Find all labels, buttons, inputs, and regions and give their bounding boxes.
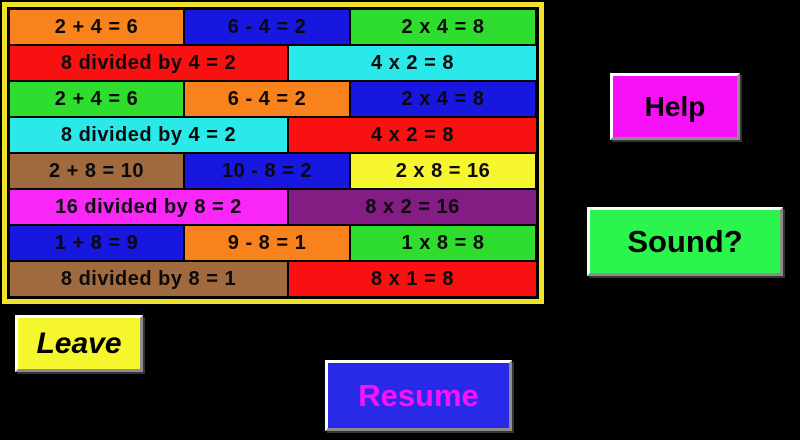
- resume-button[interactable]: Resume: [325, 360, 512, 431]
- equation-tile[interactable]: 2 + 4 = 6: [10, 82, 183, 116]
- equation-tile[interactable]: 1 + 8 = 9: [10, 226, 183, 260]
- equation-tile[interactable]: 10 - 8 = 2: [185, 154, 349, 188]
- equation-tile[interactable]: 8 divided by 8 = 1: [10, 262, 287, 296]
- equation-tile[interactable]: 2 x 4 = 8: [351, 82, 535, 116]
- equation-tile[interactable]: 4 x 2 = 8: [289, 118, 536, 152]
- equation-tile[interactable]: 2 + 4 = 6: [10, 10, 183, 44]
- equation-tile[interactable]: 4 x 2 = 8: [289, 46, 536, 80]
- equation-tile[interactable]: 8 x 1 = 8: [289, 262, 536, 296]
- sound-toggle-button[interactable]: Sound?: [587, 207, 783, 276]
- equation-tile[interactable]: 8 divided by 4 = 2: [10, 46, 287, 80]
- equation-tile[interactable]: 6 - 4 = 2: [185, 82, 349, 116]
- leave-button[interactable]: Leave: [15, 315, 143, 372]
- equation-tile[interactable]: 8 divided by 4 = 2: [10, 118, 287, 152]
- equation-tile[interactable]: 6 - 4 = 2: [185, 10, 349, 44]
- equation-tile[interactable]: 9 - 8 = 1: [185, 226, 349, 260]
- equation-tile[interactable]: 8 x 2 = 16: [289, 190, 536, 224]
- equation-tile[interactable]: 2 x 4 = 8: [351, 10, 535, 44]
- equation-tile[interactable]: 2 x 8 = 16: [351, 154, 535, 188]
- equation-tile[interactable]: 2 + 8 = 10: [10, 154, 183, 188]
- equation-tile[interactable]: 1 x 8 = 8: [351, 226, 535, 260]
- help-button[interactable]: Help: [610, 73, 740, 140]
- equation-tile[interactable]: 16 divided by 8 = 2: [10, 190, 287, 224]
